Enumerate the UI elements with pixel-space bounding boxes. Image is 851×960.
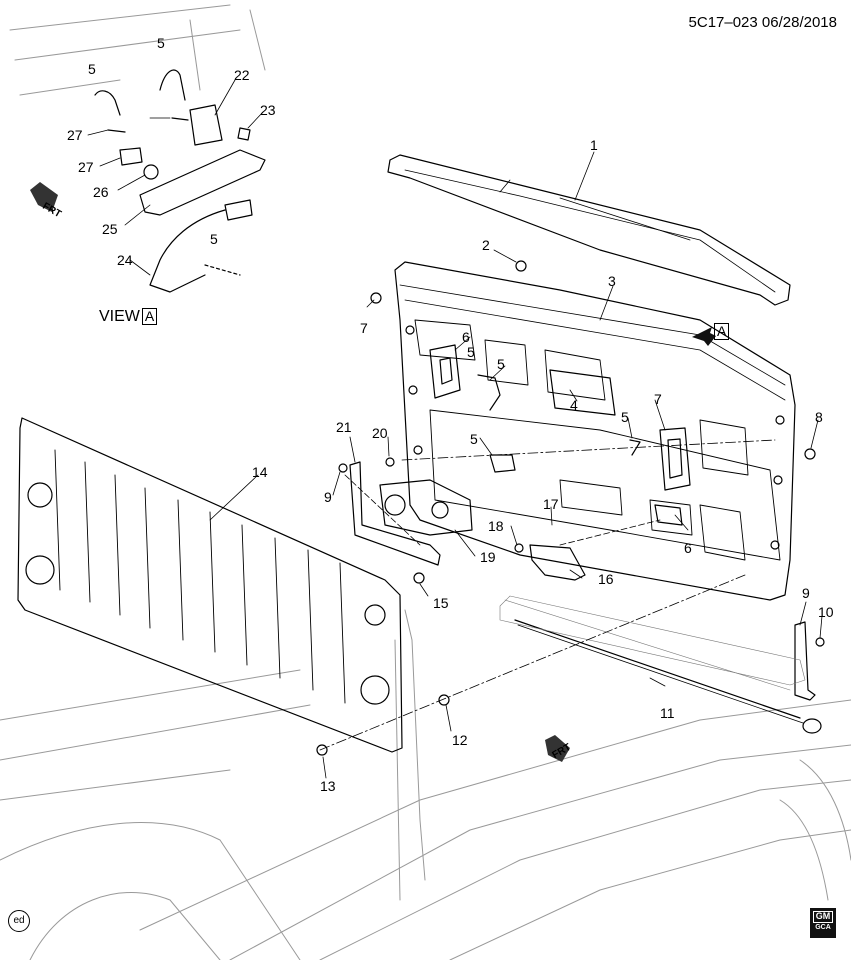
lamp-harness [149, 209, 226, 293]
callout-5: 5 [470, 431, 478, 447]
callout-12: 12 [452, 732, 468, 748]
tailgate-inner-panel [394, 261, 796, 601]
diagram-code: 5C17–023 06/28/2018 [688, 14, 837, 31]
callout-21: 21 [336, 419, 352, 435]
callout-7: 7 [360, 320, 368, 336]
view-arrow-box: A [714, 323, 730, 340]
callout-9: 9 [802, 585, 810, 601]
torsion-rod [514, 619, 801, 719]
truck-bed-background [0, 4, 851, 960]
callout-19: 19 [480, 549, 496, 565]
callout-22: 22 [234, 67, 250, 83]
callout-5: 5 [621, 409, 629, 425]
callout-11: 11 [660, 705, 675, 721]
handle-assembly [549, 369, 616, 416]
callout-5: 5 [497, 356, 505, 372]
ed-mark: ed [8, 910, 30, 932]
latch-left [429, 344, 461, 399]
view-label-text: VIEW [99, 308, 140, 325]
callout-24: 24 [117, 252, 133, 268]
callout-20: 20 [372, 425, 388, 441]
callout-5: 5 [157, 35, 165, 51]
callout-1: 1 [590, 137, 598, 153]
pivot-bracket [794, 621, 816, 701]
callout-23: 23 [260, 102, 276, 118]
callout-27: 27 [67, 127, 83, 143]
callout-13: 13 [320, 778, 336, 794]
callout-14: 14 [252, 464, 268, 480]
callout-8: 8 [815, 409, 823, 425]
callout-5: 5 [210, 231, 218, 247]
callout-27: 27 [78, 159, 94, 175]
callout-3: 3 [608, 273, 616, 289]
tailgate-top-cap [387, 154, 791, 306]
callout-10: 10 [818, 604, 834, 620]
callout-5: 5 [467, 344, 475, 360]
callout-17: 17 [543, 496, 559, 512]
callout-4: 4 [570, 397, 578, 413]
callout-9: 9 [324, 489, 332, 505]
callout-18: 18 [488, 518, 504, 534]
latch-right [659, 427, 691, 491]
tailgate-outer-panel [17, 417, 403, 753]
lamp-housing [139, 149, 266, 216]
actuator-bracket [349, 461, 441, 566]
callout-25: 25 [102, 221, 118, 237]
control-module [529, 544, 586, 581]
callout-5: 5 [88, 61, 96, 77]
view-label-box: A [141, 308, 158, 325]
callout-16: 16 [598, 571, 614, 587]
callout-2: 2 [482, 237, 490, 253]
callout-15: 15 [433, 595, 449, 611]
callout-26: 26 [93, 184, 109, 200]
callout-6: 6 [684, 540, 692, 556]
callout-7: 7 [654, 391, 662, 407]
callout-6: 6 [462, 329, 470, 345]
actuator-motor [379, 479, 473, 536]
